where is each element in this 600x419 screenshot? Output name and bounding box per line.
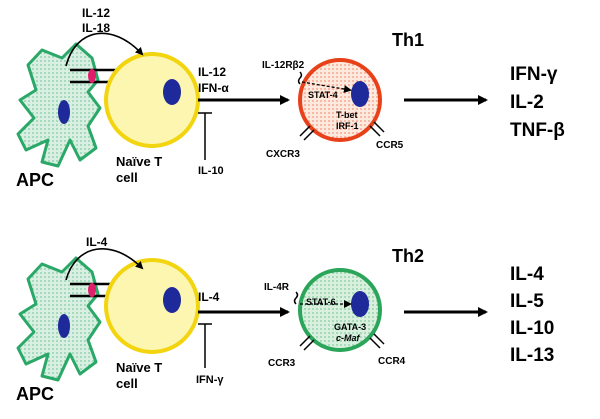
th1-receptor-squiggle bbox=[297, 71, 303, 85]
th2-panel: APC Naïve T cell IL-4 IL-4 IFN-γ Th2 IL-… bbox=[16, 235, 554, 404]
th1-naive-nucleus bbox=[163, 79, 181, 105]
th1-receptor-label: IL-12Rβ2 bbox=[262, 60, 305, 71]
th2-receptor-squiggle bbox=[293, 291, 299, 305]
th2-receptor-label: IL-4R bbox=[264, 282, 290, 293]
th1-inducer-2: IFN-α bbox=[198, 81, 229, 95]
th1-naive-label-1: Naïve T bbox=[116, 154, 162, 169]
th1-signal-arrow bbox=[301, 81, 352, 93]
th2-signal-label: STAT-6 bbox=[306, 297, 336, 307]
th1-cxcr3-mark-1 bbox=[299, 125, 311, 137]
th2-stimulus-top: IL-4 bbox=[86, 235, 108, 249]
th2-title: Th2 bbox=[392, 246, 424, 266]
th2-cytokine-1: IL-4 bbox=[510, 264, 544, 285]
th2-cytokine-2: IL-5 bbox=[510, 291, 544, 312]
th1-panel: APC Naïve T cell IL-12 IL-18 IL-12 IFN-α… bbox=[16, 6, 565, 190]
th2-apc-cell bbox=[16, 256, 102, 382]
th1-cytokine-2: IL-2 bbox=[510, 92, 544, 113]
th2-naive-label-2: cell bbox=[116, 376, 138, 391]
th2-ccr3-mark-1 bbox=[299, 335, 311, 347]
th1-cxcr3-mark-2 bbox=[303, 129, 315, 141]
th2-ccr4-mark-2 bbox=[369, 337, 381, 349]
th1-apc-nucleus bbox=[58, 100, 70, 124]
th1-stimulus-arrow bbox=[65, 32, 144, 67]
th1-cytokine-1: IFN-γ bbox=[510, 64, 558, 85]
th2-mhc-receptor bbox=[88, 283, 96, 297]
th1-stimulus-top: IL-12 bbox=[82, 6, 110, 20]
th1-apc-label: APC bbox=[16, 170, 54, 190]
th1-ccr5-mark-1 bbox=[373, 121, 385, 133]
th2-inducer-1: IL-4 bbox=[198, 290, 220, 304]
th2-apc-label: APC bbox=[16, 384, 54, 404]
th2-inhibitor-label: IFN-γ bbox=[196, 374, 224, 386]
th2-naive-label-1: Naïve T bbox=[116, 360, 162, 375]
th2-cytokine-4: IL-13 bbox=[510, 345, 554, 366]
th1-chemokine-left: CXCR3 bbox=[266, 149, 300, 160]
th2-stimulus-arrow bbox=[65, 248, 144, 281]
th1-stimulus-bottom: IL-18 bbox=[82, 21, 110, 35]
th2-effector-cell bbox=[298, 268, 382, 352]
th2-naive-nucleus bbox=[163, 287, 181, 313]
th1-mhc-receptor bbox=[88, 69, 96, 83]
th2-apc-nucleus bbox=[58, 314, 70, 338]
th2-naive-t-cell bbox=[104, 258, 200, 354]
th2-chemokine-left: CCR3 bbox=[268, 358, 296, 369]
th1-naive-label-2: cell bbox=[116, 170, 138, 185]
th1-tf-2: IRF-1 bbox=[336, 121, 359, 131]
th2-ccr3-mark-2 bbox=[303, 339, 315, 351]
th1-apc-cell bbox=[16, 42, 102, 168]
th2-tf-1: GATA-3 bbox=[334, 322, 366, 332]
th1-ccr5-mark-2 bbox=[369, 125, 381, 137]
th2-cytokine-3: IL-10 bbox=[510, 318, 554, 339]
th1-effector-nucleus bbox=[351, 81, 369, 107]
th1-inducer-1: IL-12 bbox=[198, 65, 226, 79]
th1-inhibitor-label: IL-10 bbox=[198, 165, 224, 177]
th2-chemokine-right: CCR4 bbox=[378, 356, 406, 367]
th2-effector-nucleus bbox=[351, 291, 369, 317]
th1-cytokine-3: TNF-β bbox=[510, 120, 565, 141]
th1-signal-label: STAT-4 bbox=[308, 90, 338, 100]
th1-effector-cell bbox=[298, 58, 382, 142]
th1-chemokine-right: CCR5 bbox=[376, 140, 404, 151]
th1-title: Th1 bbox=[392, 30, 424, 50]
th1-tf-1: T-bet bbox=[336, 110, 358, 120]
th2-ccr4-mark-1 bbox=[373, 333, 385, 345]
th1-naive-t-cell bbox=[104, 52, 200, 148]
th2-tf-2: c-Maf bbox=[336, 333, 361, 343]
